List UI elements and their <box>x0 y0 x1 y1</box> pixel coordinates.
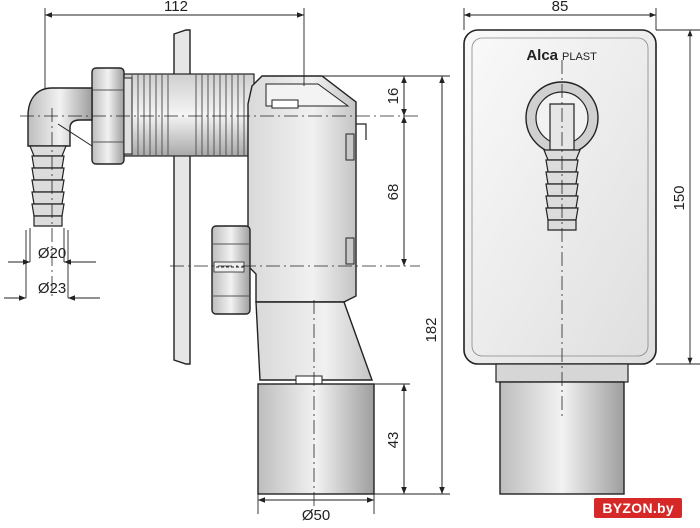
dim-total-width: 112 <box>164 0 188 15</box>
outlet-pipe <box>257 383 375 495</box>
lower-neck <box>255 301 373 381</box>
dim-hose-inner: Ø20 <box>38 245 66 262</box>
cleaning-nut <box>211 225 251 315</box>
elbow-fitting <box>27 87 93 147</box>
dim-box-height: 150 <box>671 185 688 210</box>
watermark-badge: BYZON.by <box>594 498 682 518</box>
dim-offset-top: 16 <box>385 88 402 105</box>
front-dimension-lines <box>463 8 700 365</box>
dim-box-width: 85 <box>552 0 569 15</box>
dim-offset-mid: 68 <box>385 184 402 201</box>
dim-bottom-height: 43 <box>385 432 402 449</box>
brand-name: Alca <box>526 47 558 64</box>
trap-body <box>247 75 357 303</box>
center-lines <box>20 108 420 510</box>
front-view: Alca PLAST <box>463 29 657 495</box>
hose-nozzle <box>29 145 67 227</box>
dim-outlet-diameter: Ø50 <box>302 507 330 524</box>
side-view <box>27 29 375 495</box>
brand-suffix: PLAST <box>562 51 597 63</box>
dimension-lines <box>4 12 445 503</box>
dim-hose-outer: Ø23 <box>38 280 66 297</box>
threaded-pipe <box>119 73 255 157</box>
dim-total-height: 182 <box>423 317 440 342</box>
